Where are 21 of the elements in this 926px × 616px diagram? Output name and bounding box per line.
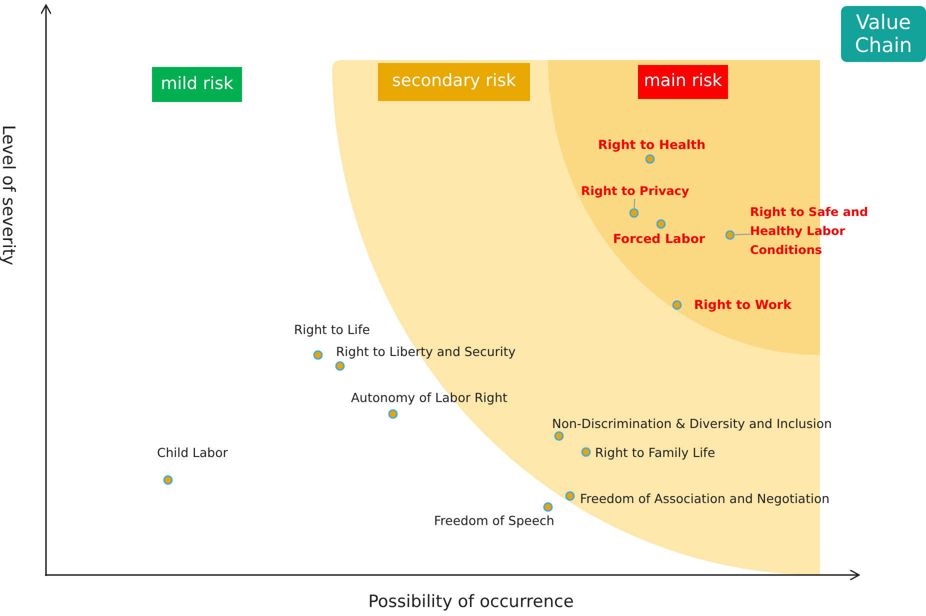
risk-label: main risk	[638, 65, 728, 99]
point-label: Right to Liberty and Security	[336, 344, 516, 360]
point-label: Right to Work	[694, 297, 792, 313]
point-label: Autonomy of Labor Right	[351, 390, 508, 406]
value-chain-badge: Value Chain	[841, 6, 926, 62]
point-label: Child Labor	[157, 445, 228, 461]
point-label: Right to Health	[598, 137, 706, 153]
leader-line	[634, 198, 636, 208]
data-point	[629, 208, 639, 218]
data-point	[725, 230, 735, 240]
point-label: Right to Privacy	[581, 183, 690, 199]
point-label: Non-Discrimination & Diversity and Inclusion	[552, 416, 832, 432]
axis-title: Possibility of occurrence	[368, 591, 574, 613]
point-label: Right to Life	[294, 322, 370, 338]
risk-label: mild risk	[152, 67, 242, 102]
point-label: Right to Family Life	[595, 445, 716, 461]
point-label: Freedom of Association and Negotiation	[580, 491, 830, 507]
point-label: Freedom of Speech	[434, 513, 554, 529]
risk-label: secondary risk	[378, 63, 530, 101]
point-label: Forced Labor	[613, 231, 706, 247]
leader-line	[734, 234, 750, 236]
